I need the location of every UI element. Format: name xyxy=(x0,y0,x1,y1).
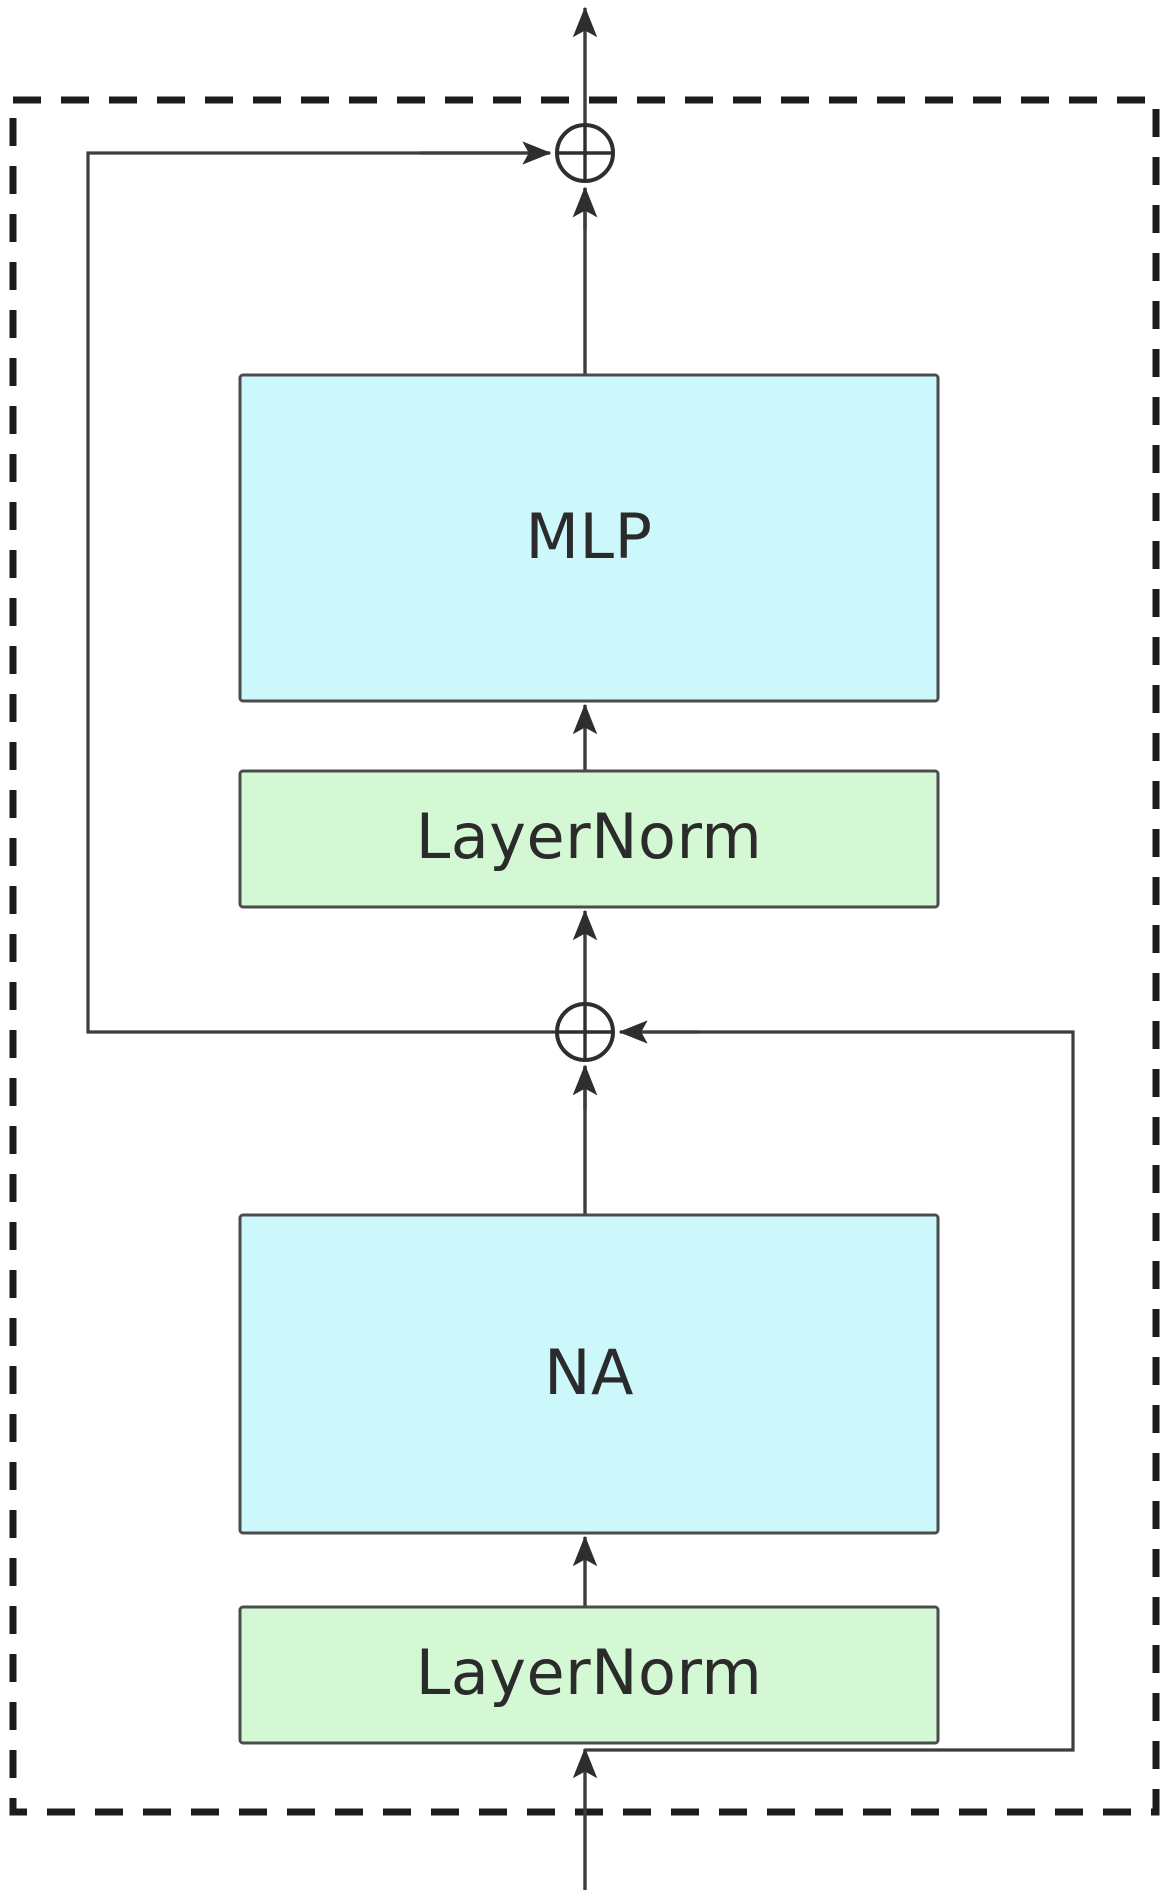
block-layernorm-lower[interactable]: LayerNorm xyxy=(238,1605,940,1745)
block-layernorm-upper-rect xyxy=(238,769,940,909)
block-layernorm-upper[interactable]: LayerNorm xyxy=(238,769,940,909)
block-na[interactable]: NA xyxy=(238,1213,940,1535)
block-layernorm-upper-label: LayerNorm xyxy=(416,800,762,873)
edge-residual-skip-1 xyxy=(585,1020,1075,1752)
operator-add-middle[interactable] xyxy=(555,1002,615,1062)
block-mlp-label: MLP xyxy=(526,500,653,573)
block-layernorm-lower-label: LayerNorm xyxy=(416,1636,762,1709)
block-mlp-rect xyxy=(238,373,940,703)
block-layernorm-lower-rect xyxy=(238,1605,940,1745)
edge-residual-skip-2 xyxy=(86,141,585,1034)
operator-add-top[interactable] xyxy=(555,123,615,183)
block-na-label: NA xyxy=(544,1336,634,1409)
block-mlp[interactable]: MLP xyxy=(238,373,940,703)
block-na-rect xyxy=(238,1213,940,1535)
